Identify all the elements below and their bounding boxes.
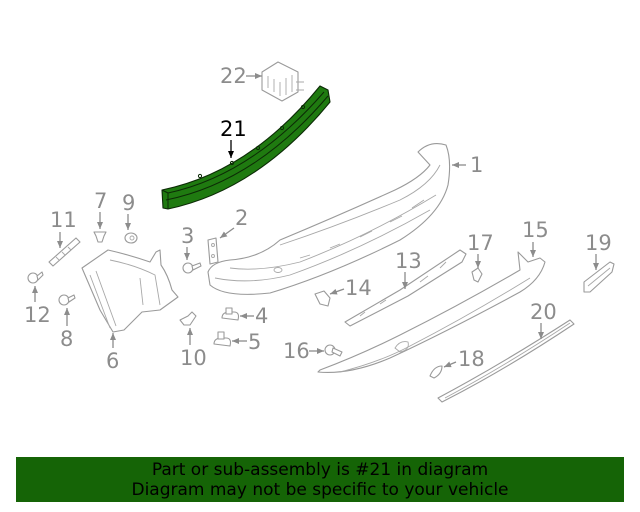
callout-11[interactable]: 11 [50, 208, 77, 248]
svg-text:16: 16 [283, 339, 310, 363]
callout-22[interactable]: 22 [220, 64, 262, 88]
svg-text:13: 13 [395, 249, 422, 273]
part-19-reflector[interactable] [583, 261, 615, 293]
svg-text:22: 22 [220, 64, 247, 88]
part-1-bumper-cover[interactable] [207, 143, 451, 295]
part-9-grommet[interactable] [124, 232, 138, 244]
part-8-screw[interactable] [58, 294, 76, 306]
part-3-screw[interactable] [182, 262, 202, 274]
svg-text:9: 9 [122, 191, 135, 215]
callout-8[interactable]: 8 [60, 308, 73, 351]
svg-text:21: 21 [220, 117, 247, 141]
svg-text:7: 7 [94, 189, 107, 213]
svg-text:3: 3 [181, 224, 194, 248]
svg-text:15: 15 [522, 218, 549, 242]
part-18-cap[interactable] [429, 365, 443, 379]
part-info-banner: Part or sub-assembly is #21 in diagram D… [16, 457, 624, 502]
part-17-clip[interactable] [471, 267, 483, 283]
svg-text:11: 11 [50, 208, 77, 232]
callout-14[interactable]: 14 [329, 276, 372, 300]
part-7-clip[interactable] [93, 231, 107, 243]
banner-line-disclaimer: Diagram may not be specific to your vehi… [131, 479, 509, 500]
part-14-clip[interactable] [314, 290, 331, 307]
callout-2[interactable]: 2 [219, 206, 248, 239]
svg-text:17: 17 [467, 231, 494, 255]
part-2-bracket[interactable] [207, 237, 219, 265]
part-5-clip[interactable] [213, 331, 232, 347]
callout-19[interactable]: 19 [585, 231, 612, 270]
callout-9[interactable]: 9 [122, 191, 135, 230]
callout-17[interactable]: 17 [467, 231, 494, 268]
callout-7[interactable]: 7 [94, 189, 107, 229]
callout-5[interactable]: 5 [232, 330, 261, 354]
svg-text:1: 1 [470, 153, 483, 177]
svg-text:14: 14 [345, 276, 372, 300]
callout-20[interactable]: 20 [530, 300, 557, 339]
callout-21[interactable]: 21 [220, 117, 247, 158]
callout-13[interactable]: 13 [395, 249, 422, 289]
part-12-screw[interactable] [27, 271, 44, 284]
part-16-bolt[interactable] [324, 344, 343, 357]
callout-10[interactable]: 10 [180, 328, 207, 370]
part-21-reinforcement-bar[interactable] [161, 85, 331, 210]
part-15-lower-valance[interactable] [317, 251, 546, 373]
callout-4[interactable]: 4 [240, 304, 268, 328]
callout-15[interactable]: 15 [522, 218, 549, 257]
part-10-bracket[interactable] [179, 311, 197, 326]
part-11-retainer-strip[interactable] [48, 237, 81, 267]
svg-text:8: 8 [60, 327, 73, 351]
callout-1[interactable]: 1 [452, 153, 483, 177]
callout-18[interactable]: 18 [443, 347, 485, 371]
svg-text:6: 6 [106, 349, 119, 373]
callout-3[interactable]: 3 [181, 224, 194, 260]
svg-text:5: 5 [248, 330, 261, 354]
svg-text:20: 20 [530, 300, 557, 324]
part-4-clip[interactable] [221, 307, 240, 321]
svg-text:4: 4 [255, 304, 268, 328]
banner-line-part-number: Part or sub-assembly is #21 in diagram [151, 459, 489, 480]
svg-text:2: 2 [235, 206, 248, 230]
part-22-bracket[interactable] [261, 61, 304, 102]
svg-text:12: 12 [24, 303, 51, 327]
part-20-trim-strip[interactable] [437, 319, 575, 403]
callout-12[interactable]: 12 [24, 286, 51, 327]
callout-6[interactable]: 6 [106, 333, 119, 373]
svg-text:18: 18 [458, 347, 485, 371]
callout-16[interactable]: 16 [283, 339, 324, 363]
svg-text:19: 19 [585, 231, 612, 255]
svg-text:10: 10 [180, 346, 207, 370]
part-6-corner-panel[interactable] [81, 249, 179, 333]
